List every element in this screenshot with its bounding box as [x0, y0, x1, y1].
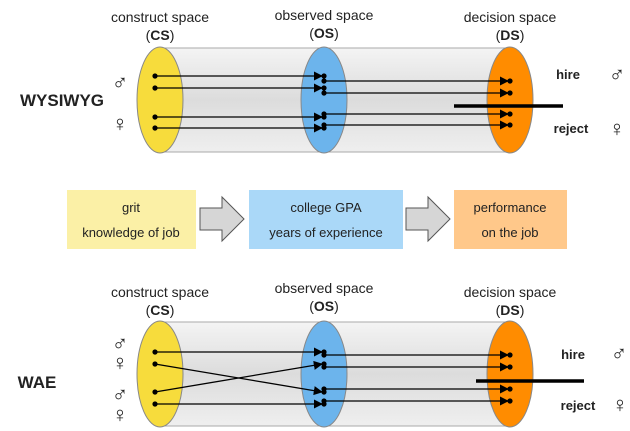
bottom-construct-ellipse — [136, 320, 184, 428]
bottom-reject-female-icon: ♀ — [612, 392, 629, 417]
bottom-model-label: WAE — [18, 373, 57, 392]
bottom-points — [152, 349, 513, 407]
top-hire-male-icon: ♂ — [609, 62, 626, 87]
bottom-cs-header: construct space — [111, 284, 209, 300]
right-arrow-icon — [199, 195, 245, 243]
bottom-observed-ellipse — [300, 320, 348, 428]
right-arrow-icon — [405, 195, 451, 243]
top-hire-label: hire — [556, 67, 580, 82]
bottom-male-icon: ♂ — [112, 331, 129, 356]
middle-row: grit knowledge of job college GPA years … — [67, 190, 567, 249]
bottom-cs-abbrev: (CS) — [146, 302, 175, 318]
construct-example-line2: knowledge of job — [82, 225, 180, 240]
top-os-ds-arrows — [325, 76, 509, 130]
top-model-label: WYSIWYG — [20, 91, 104, 110]
construct-example-box — [67, 190, 196, 249]
top-cs-abbrev: (CS) — [146, 27, 175, 43]
observed-example-line2: years of experience — [269, 225, 382, 240]
top-cs-header: construct space — [111, 9, 209, 25]
bottom-female-icon: ♀ — [112, 402, 129, 427]
decision-example-line1: performance — [474, 200, 547, 215]
top-cs-os-arrows — [155, 71, 323, 133]
bottom-male-icon: ♂ — [112, 382, 129, 407]
decision-example-box — [454, 190, 567, 249]
top-decision-ellipse — [486, 46, 534, 154]
bottom-ds-header: decision space — [464, 284, 557, 300]
top-reject-label: reject — [554, 121, 589, 136]
top-os-header: observed space — [275, 7, 374, 23]
construct-example-line1: grit — [122, 200, 140, 215]
top-female-icon: ♀ — [112, 111, 129, 136]
top-reject-female-icon: ♀ — [609, 116, 626, 141]
bottom-os-ds-arrows — [325, 350, 509, 406]
top-points — [152, 73, 513, 131]
observed-example-line1: college GPA — [290, 200, 362, 215]
top-panel: construct space (CS) observed space (OS)… — [20, 7, 626, 154]
bottom-decision-ellipse — [486, 320, 534, 428]
bottom-hire-male-icon: ♂ — [611, 341, 628, 366]
top-observed-ellipse — [300, 46, 348, 154]
top-ds-header: decision space — [464, 9, 557, 25]
top-construct-ellipse — [136, 46, 184, 154]
bottom-os-abbrev: (OS) — [309, 298, 339, 314]
bottom-os-header: observed space — [275, 280, 374, 296]
bottom-female-icon: ♀ — [112, 350, 129, 375]
top-os-abbrev: (OS) — [309, 25, 339, 41]
bottom-hire-label: hire — [561, 347, 585, 362]
observed-example-box — [249, 190, 403, 249]
bottom-panel: construct space (CS) observed space (OS)… — [18, 280, 629, 428]
top-ds-abbrev: (DS) — [496, 27, 525, 43]
bottom-cs-os-arrows — [154, 347, 323, 409]
bottom-ds-abbrev: (DS) — [496, 302, 525, 318]
bottom-reject-label: reject — [561, 398, 596, 413]
top-male-icon: ♂ — [112, 70, 129, 95]
decision-example-line2: on the job — [481, 225, 538, 240]
